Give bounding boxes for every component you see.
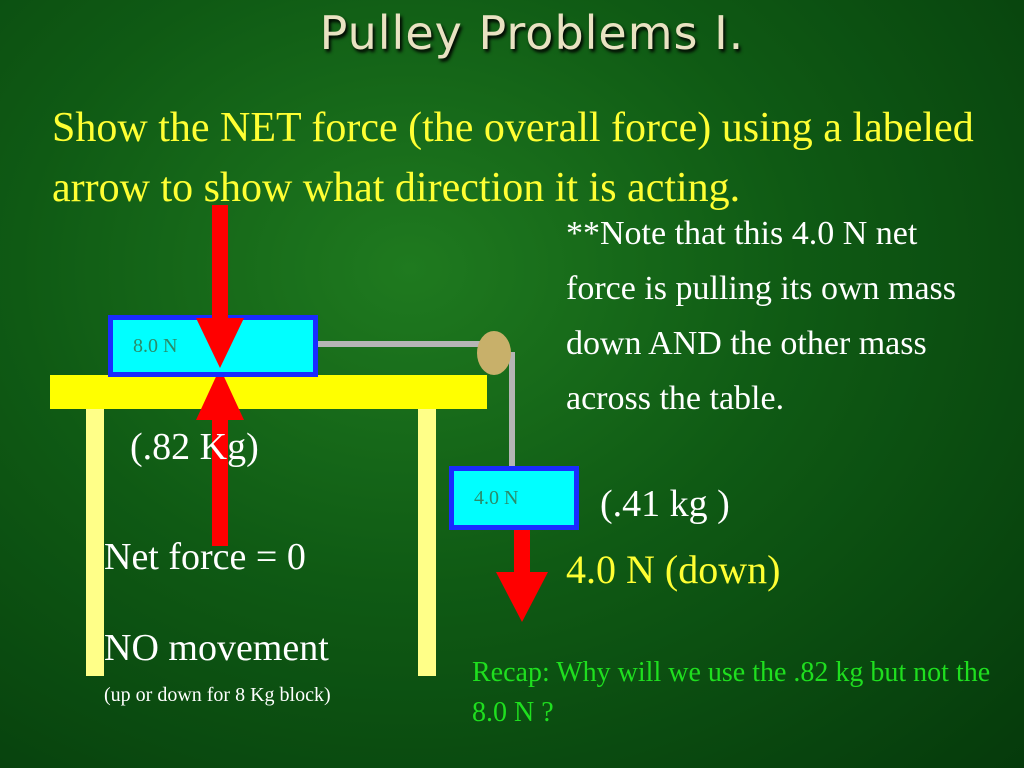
table-leg-right [418, 408, 436, 676]
hanging-block-mass: (.41 kg ) [600, 483, 730, 525]
table-block-label: 8.0 N [133, 335, 178, 357]
force-arrow-up-shaft [212, 408, 228, 546]
hanging-block-label: 4.0 N [474, 487, 519, 509]
slide-title: Pulley Problems I. [319, 6, 745, 60]
pulley-wheel [477, 331, 511, 375]
net-force-table-text: Net force = 0 [104, 536, 306, 578]
recap-text: Recap: Why will we use the .82 kg but no… [472, 657, 991, 728]
no-movement-text: NO movement [104, 627, 329, 669]
force-arrow-down-head-overlay [196, 318, 244, 368]
force-arrow-down-shaft-overlay [212, 300, 228, 322]
force-arrow-down-shaft [212, 205, 228, 325]
force-arrow-up-head [196, 368, 244, 420]
rope-horizontal [318, 341, 494, 347]
table-leg-left [86, 408, 104, 676]
net-force-hanging-text: 4.0 N (down) [566, 547, 781, 592]
hanging-block: 4.0 N [449, 466, 579, 530]
instruction-text: Show the NET force (the overall force) u… [52, 105, 974, 211]
note-text: **Note that this 4.0 N net force is pull… [566, 215, 957, 417]
rope-vertical [509, 352, 515, 470]
table-block-mass: (.82 Kg) [130, 426, 259, 468]
table-top [50, 375, 487, 409]
net-force-arrow-head [496, 572, 548, 622]
net-force-arrow-shaft [514, 530, 530, 578]
no-movement-subtext: (up or down for 8 Kg block) [104, 684, 331, 706]
